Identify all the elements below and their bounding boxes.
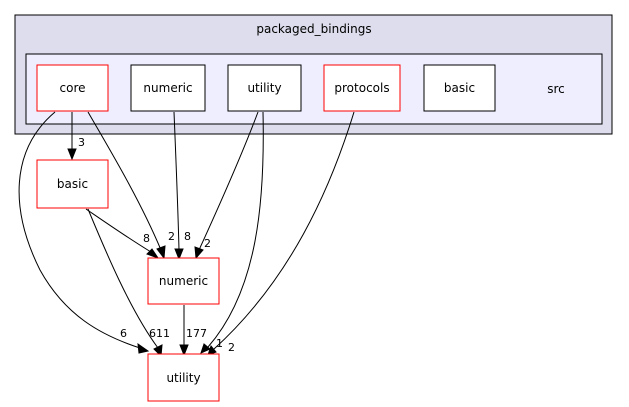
edge-core-utility-weight: 6: [120, 327, 127, 340]
node-basic-top-label: basic: [444, 81, 475, 95]
edge-utility-top-utility[interactable]: 1: [200, 111, 264, 354]
edge-core-basic-weight: 3: [78, 136, 85, 149]
edge-numeric-utility-weight: 177: [186, 327, 207, 340]
edges: 3 2 6 8 2 1: [18, 111, 355, 358]
edge-numeric-utility[interactable]: 177: [179, 305, 207, 357]
node-protocols[interactable]: protocols: [323, 64, 401, 112]
node-utility-label: utility: [166, 371, 200, 385]
edge-basic-utility[interactable]: 611: [87, 208, 170, 358]
edge-basic-utility-weight: 611: [149, 327, 170, 340]
cluster-src-label: src: [547, 82, 565, 96]
cluster-src[interactable]: src: [25, 53, 603, 125]
edge-protocols-utility-weight: 2: [228, 341, 235, 354]
node-protocols-label: protocols: [334, 81, 389, 95]
edge-core-utility[interactable]: 6: [18, 111, 150, 354]
node-numeric-label: numeric: [159, 274, 208, 288]
node-basic-label: basic: [57, 177, 88, 191]
node-utility-top-label: utility: [247, 81, 281, 95]
node-numeric-top[interactable]: numeric: [130, 64, 206, 112]
node-utility[interactable]: utility: [147, 353, 220, 402]
edge-basic-numeric[interactable]: 8: [85, 208, 160, 259]
edge-core-numeric[interactable]: 2: [87, 111, 175, 260]
edge-basic-numeric-weight: 8: [143, 232, 150, 245]
node-core[interactable]: core: [36, 64, 109, 112]
cluster-packaged-bindings-label: packaged_bindings: [256, 22, 371, 36]
node-basic[interactable]: basic: [36, 159, 109, 209]
node-utility-top[interactable]: utility: [227, 64, 302, 112]
node-numeric-top-label: numeric: [143, 81, 192, 95]
edge-numeric-top-numeric-weight: 8: [184, 230, 191, 243]
node-numeric[interactable]: numeric: [147, 257, 220, 305]
edge-core-basic[interactable]: 3: [67, 112, 85, 161]
edge-numeric-top-numeric[interactable]: 8: [173, 111, 191, 261]
node-core-label: core: [60, 81, 86, 95]
edge-utility-top-numeric-weight: 2: [204, 237, 211, 250]
edge-utility-top-numeric[interactable]: 2: [194, 111, 259, 260]
edge-core-numeric-weight: 2: [168, 230, 175, 243]
node-basic-top[interactable]: basic: [423, 64, 496, 112]
edge-protocols-utility[interactable]: 2: [207, 111, 355, 356]
